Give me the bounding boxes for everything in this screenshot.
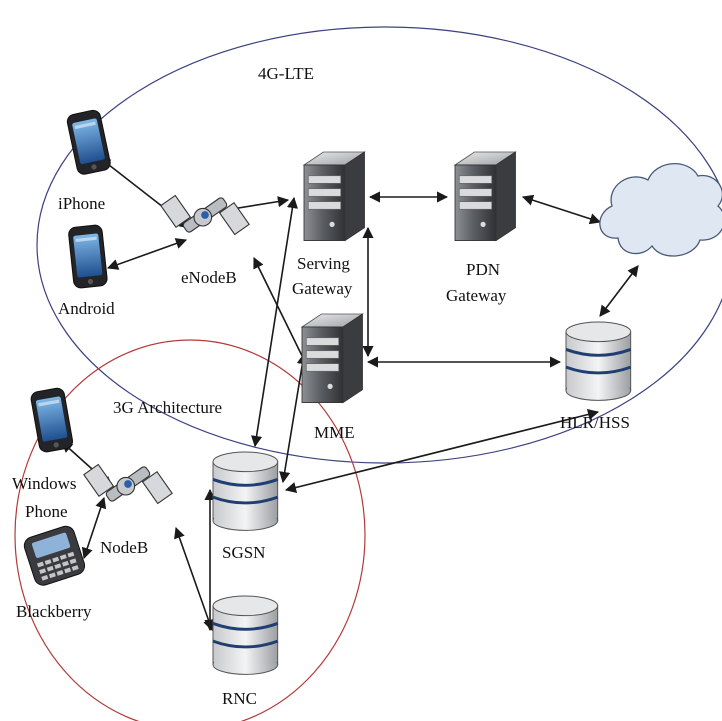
link-pdn-cloud [521,194,602,225]
nodeb-label: NodeB [100,538,148,557]
serving-gateway-node [303,151,366,242]
link-mme-sgsn [279,352,308,484]
link-android-enodeb [106,238,188,270]
lte-region-label: 4G-LTE [258,64,314,83]
smartphone-icon [65,108,113,177]
link-hlr-sgsn [284,409,600,493]
server-tower-icon [303,151,366,242]
hlr-hss-node [564,320,633,402]
link-cloud-hlr [599,265,639,317]
pdn-gateway-label-line2: Gateway [446,286,507,305]
internet-cloud-icon [599,163,722,257]
hlr-hss-label: HLR/HSS [560,413,630,432]
server-tower-icon [301,313,364,404]
blackberry-device [23,525,86,586]
serving-gateway-label-line1: Serving [297,254,350,273]
umts-region [14,339,366,721]
link-enodeb-mme [253,256,309,370]
database-cylinder-icon [564,320,633,402]
enodeb-label: eNodeB [181,268,237,287]
android-device [67,223,109,290]
satellite-antenna-icon [160,194,250,236]
satellite-antenna-icon [83,463,173,505]
database-cylinder-icon [211,450,280,532]
pdn-gateway-node [454,151,517,242]
nodeb-antenna [83,463,173,505]
link-blackberry-nodeb [81,496,107,560]
rnc-node [211,594,280,676]
iphone-device [65,108,113,177]
rnc-label: RNC [222,689,257,708]
link-sgw-sgsn [251,196,298,448]
internet-cloud [599,163,722,257]
server-tower-icon [454,151,517,242]
smartphone-icon [23,525,86,586]
blackberry-label: Blackberry [16,602,92,621]
sgsn-label: SGSN [222,543,265,562]
windows-phone-label-line2: Phone [25,502,68,521]
pdn-gateway-label-line1: PDN [466,260,500,279]
labels: 4G-LTE 3G Architecture iPhone Android Wi… [12,64,630,708]
mme-node [301,313,364,404]
iphone-label: iPhone [58,194,105,213]
smartphone-icon [67,223,109,290]
umts-region-label: 3G Architecture [113,398,222,417]
mme-label: MME [314,423,355,442]
android-label: Android [58,299,115,318]
connection-lines [61,157,639,632]
database-cylinder-icon [211,594,280,676]
enodeb-antenna [160,194,250,236]
link-nodeb-rnc [174,526,214,632]
sgsn-node [211,450,280,532]
windows-phone-label-line1: Windows [12,474,76,493]
serving-gateway-label-line2: Gateway [292,279,353,298]
